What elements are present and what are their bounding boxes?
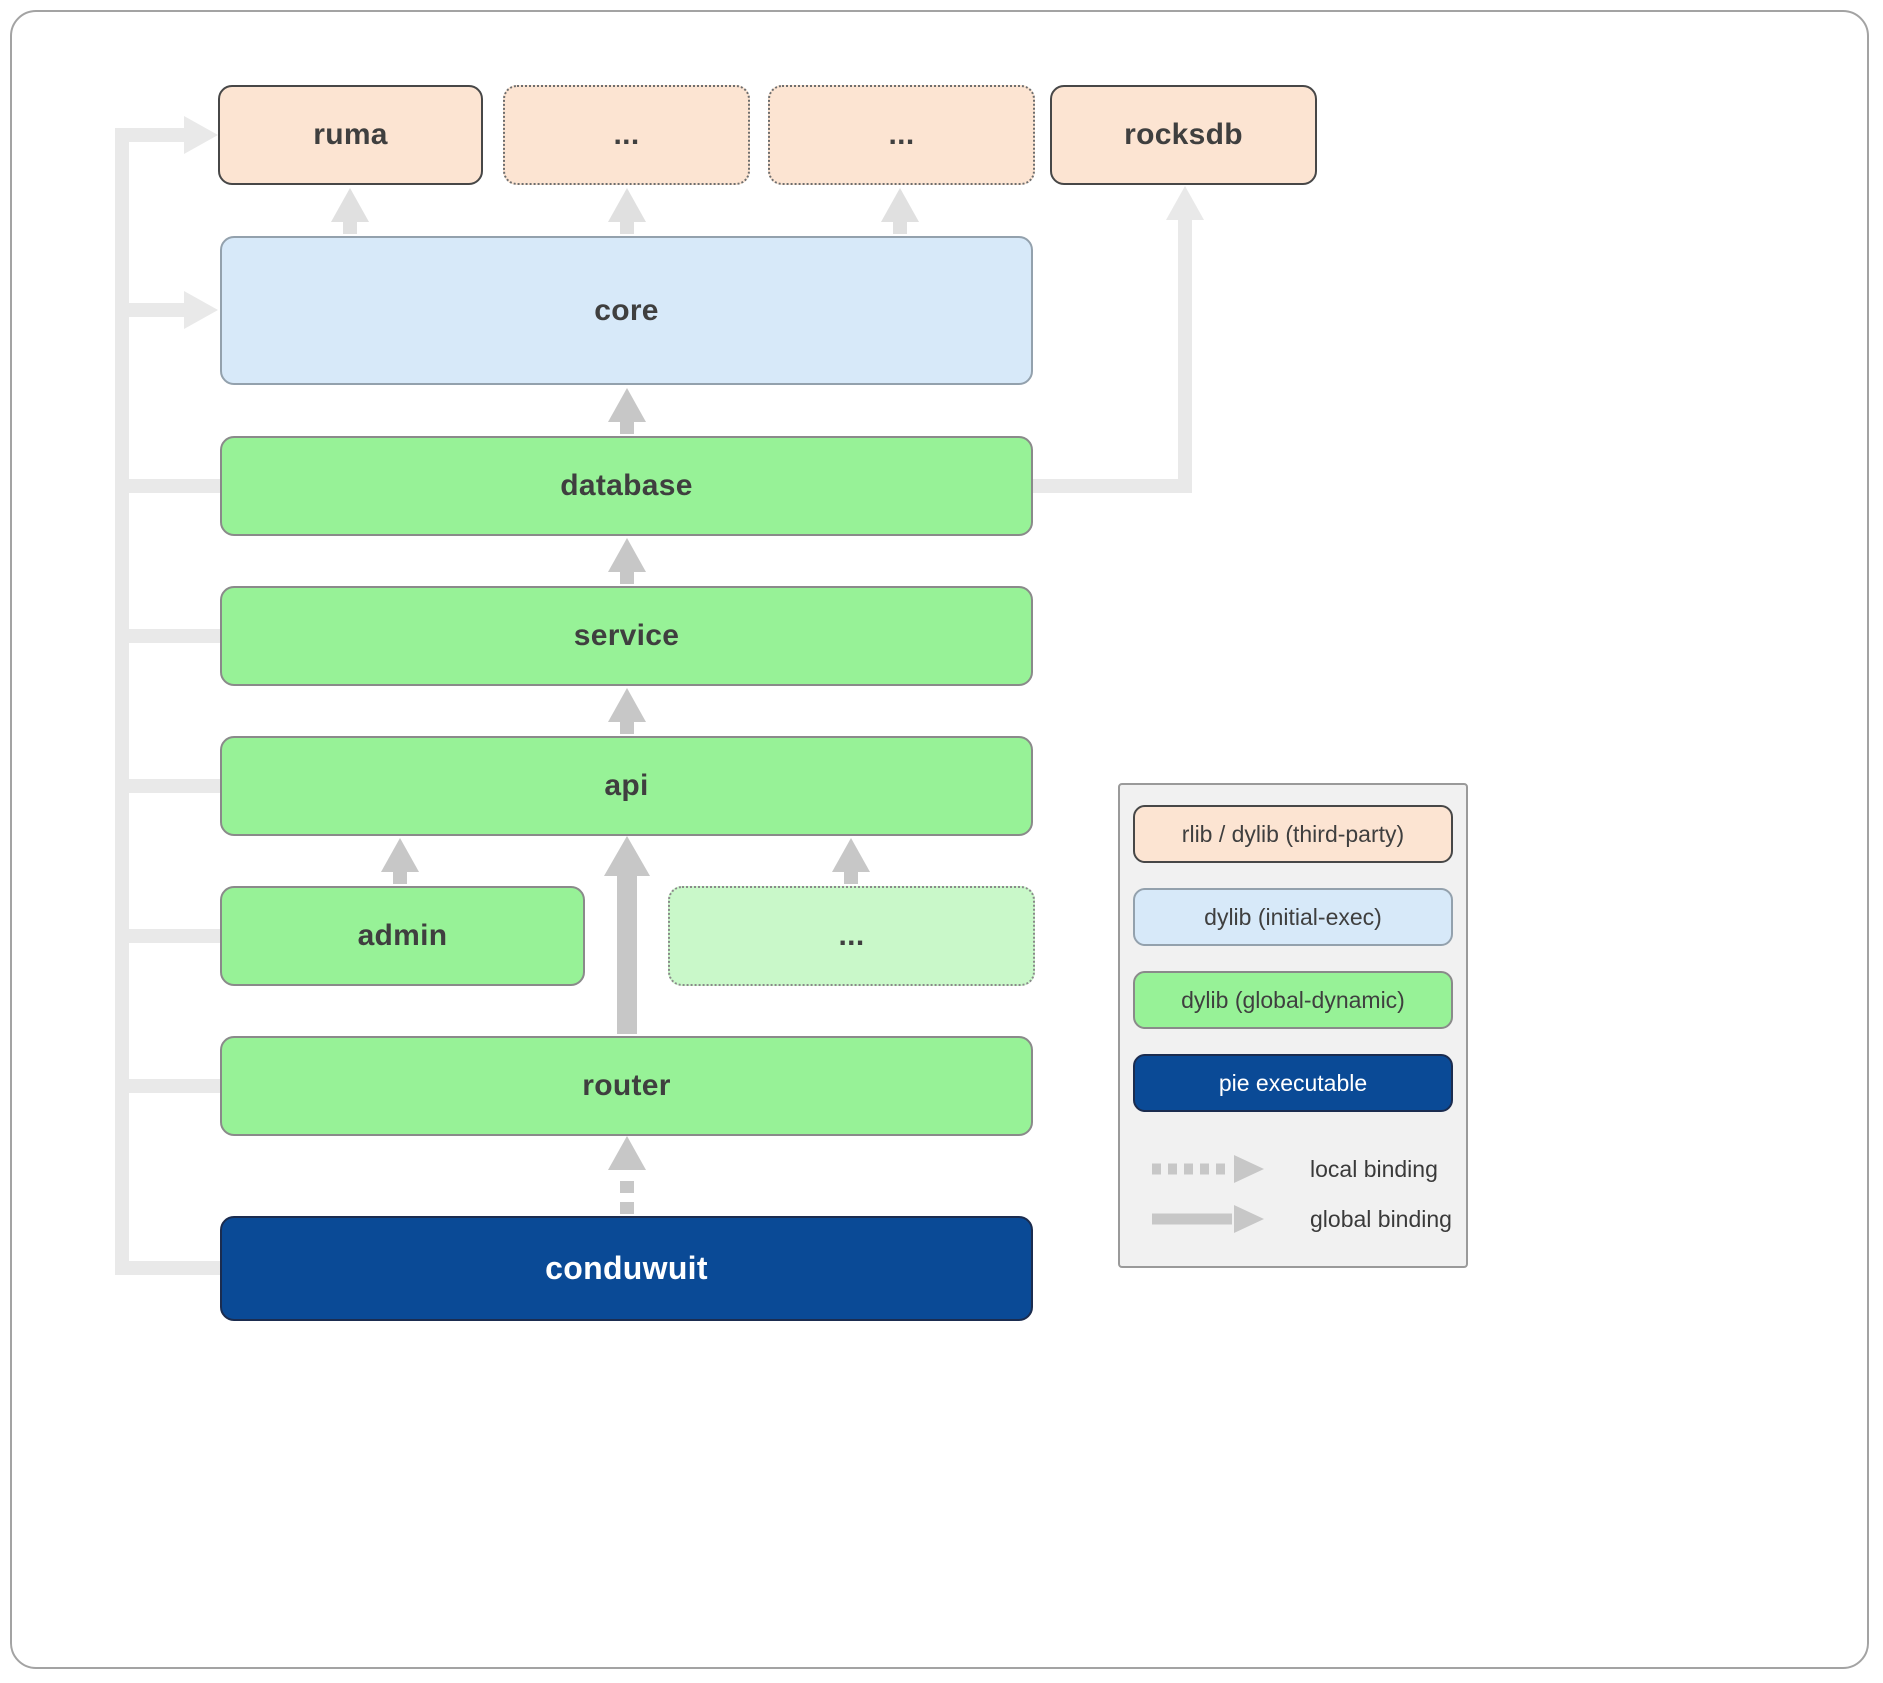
legend-item-global-dynamic: dylib (global-dynamic)	[1133, 971, 1453, 1029]
local-binding-label: local binding	[1310, 1155, 1438, 1182]
node-router: router	[220, 1036, 1033, 1136]
global-binding-label: global binding	[1310, 1205, 1452, 1232]
node-ruma: ruma	[218, 85, 483, 185]
node-api: api	[220, 736, 1033, 836]
node-core: core	[220, 236, 1033, 385]
node-rocksdb: rocksdb	[1050, 85, 1317, 185]
legend: rlib / dylib (third-party) dylib (initia…	[1118, 783, 1468, 1268]
diagram-frame	[10, 10, 1869, 1669]
legend-item-pie-executable: pie executable	[1133, 1054, 1453, 1112]
node-database: database	[220, 436, 1033, 536]
legend-item-initial-exec: dylib (initial-exec)	[1133, 888, 1453, 946]
node-third-party-dots-1: ...	[503, 85, 750, 185]
local-binding-arrow-icon	[1152, 1155, 1264, 1183]
node-third-party-dots-2: ...	[768, 85, 1035, 185]
node-service: service	[220, 586, 1033, 686]
node-dylib-dots: ...	[668, 886, 1035, 986]
legend-local-binding: local binding	[1120, 1152, 1466, 1186]
node-admin: admin	[220, 886, 585, 986]
node-conduwuit: conduwuit	[220, 1216, 1033, 1321]
legend-item-third-party: rlib / dylib (third-party)	[1133, 805, 1453, 863]
legend-global-binding: global binding	[1120, 1202, 1466, 1236]
global-binding-arrow-icon	[1152, 1205, 1264, 1233]
